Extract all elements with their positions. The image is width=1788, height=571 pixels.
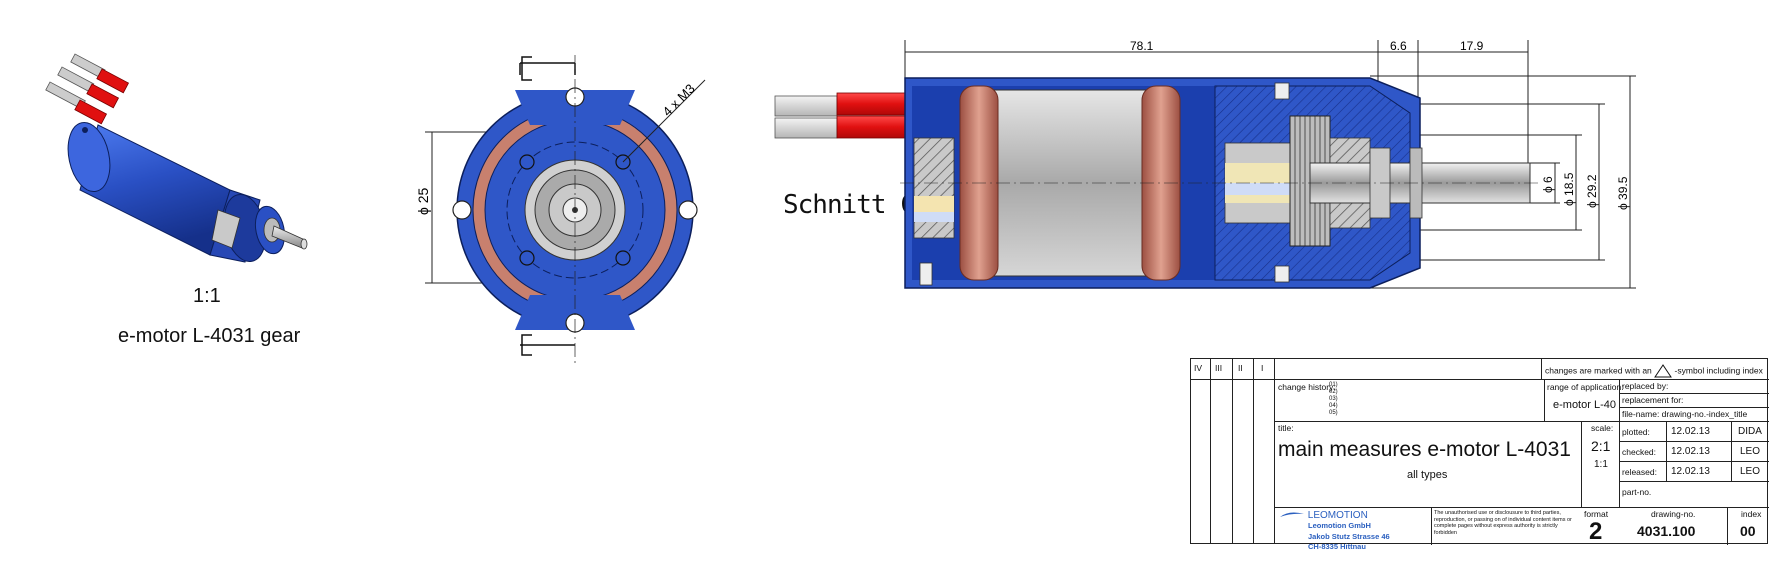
- drawing-title: main measures e-motor L-4031: [1278, 438, 1571, 461]
- iso-body: [67, 122, 308, 263]
- released-by: LEO: [1740, 466, 1761, 477]
- triangle-symbol-icon: [1654, 364, 1673, 378]
- format-value: 2: [1589, 518, 1603, 545]
- drawing-no: 4031.100: [1637, 523, 1696, 539]
- changes-note-pre: changes are marked with an: [1545, 365, 1652, 376]
- scale-value-1: 2:1: [1591, 438, 1611, 454]
- plotted-label: plotted:: [1622, 427, 1650, 437]
- front-dim-diameter-text: ϕ 25: [415, 187, 431, 215]
- section-dims-vertical: [1370, 75, 1636, 289]
- iso-wires: [45, 53, 130, 125]
- front-motor-face: [452, 55, 698, 365]
- iso-ratio-label: 1:1: [193, 285, 221, 307]
- dim-d2: ϕ 18.5: [1562, 172, 1576, 206]
- title-block: IV III II I changes are marked with an -…: [1190, 358, 1769, 551]
- file-name-label: file-name: drawing-no.-index_title: [1622, 409, 1748, 419]
- front-dim-holes-text: 4 x M3: [660, 81, 698, 119]
- front-view-drawing: ϕ 25 4 x M3: [415, 55, 706, 365]
- company-logo: LEOMOTION: [1279, 510, 1368, 521]
- dim-d3: ϕ 29.2: [1585, 174, 1599, 208]
- change-history-item-5: 05): [1329, 410, 1338, 416]
- index-label: index: [1741, 509, 1762, 519]
- released-date: 12.02.13: [1671, 466, 1710, 477]
- change-history-item-1: 01): [1329, 382, 1338, 388]
- scale-label: scale:: [1591, 423, 1614, 433]
- checked-label: checked:: [1622, 447, 1657, 457]
- company-city: CH-8335 Hittnau: [1308, 542, 1366, 551]
- drawing-subtitle: all types: [1407, 469, 1448, 481]
- replaced-by-label: replaced by:: [1622, 381, 1669, 391]
- change-history-label: change history:: [1278, 382, 1336, 392]
- rev-col-i: I: [1261, 363, 1264, 373]
- change-history-item-4: 04): [1329, 403, 1338, 409]
- range-label: range of application:: [1547, 382, 1624, 392]
- company-logo-text: LEOMOTION: [1307, 510, 1368, 521]
- rev-col-iii: III: [1215, 363, 1223, 373]
- dim-length-total: 78.1: [1130, 39, 1154, 53]
- iso-caption: e-motor L-4031 gear: [118, 325, 301, 347]
- checked-by: LEO: [1740, 446, 1761, 457]
- format-label: format: [1584, 509, 1609, 519]
- scale-value-2: 1:1: [1594, 459, 1608, 470]
- section-marker-top: [519, 56, 576, 81]
- company-name: Leomotion GmbH: [1308, 521, 1371, 530]
- title-label: title:: [1278, 423, 1294, 433]
- change-history-item-3: 03): [1329, 396, 1338, 402]
- plotted-by: DIDA: [1738, 426, 1762, 437]
- iso-motor-drawing: [45, 53, 308, 263]
- replacement-for-label: replacement for:: [1622, 395, 1684, 405]
- range-value: e-motor L-40: [1553, 399, 1616, 411]
- rev-col-iv: IV: [1194, 363, 1203, 373]
- change-history-item-2: 02): [1329, 389, 1338, 395]
- dim-length-b: 17.9: [1460, 39, 1484, 53]
- part-no-label: part-no.: [1622, 487, 1652, 497]
- disclaimer-text: The unauthorised use or disclousure to t…: [1434, 510, 1572, 536]
- released-label: released:: [1622, 467, 1657, 477]
- dim-d4: ϕ 39.5: [1616, 176, 1630, 210]
- dim-length-a: 6.6: [1390, 39, 1407, 53]
- rev-col-ii: II: [1238, 363, 1243, 373]
- changes-note-post: -symbol including index: [1674, 365, 1763, 376]
- checked-date: 12.02.13: [1671, 446, 1710, 457]
- dim-d1: ϕ 6: [1541, 176, 1555, 193]
- section-view-drawing: 78.1 6.6 17.9 ϕ 6 ϕ 18.5 ϕ 29.2 ϕ 39.5: [774, 39, 1636, 289]
- section-marker-bottom: [520, 334, 575, 356]
- index-value: 00: [1740, 523, 1756, 539]
- changes-note: changes are marked with an -symbol inclu…: [1545, 364, 1763, 378]
- plotted-date: 12.02.13: [1671, 426, 1710, 437]
- company-street: Jakob Stutz Strasse 46: [1308, 532, 1390, 541]
- leomotion-swoosh-icon: [1280, 512, 1304, 518]
- drawing-no-label: drawing-no.: [1651, 509, 1696, 519]
